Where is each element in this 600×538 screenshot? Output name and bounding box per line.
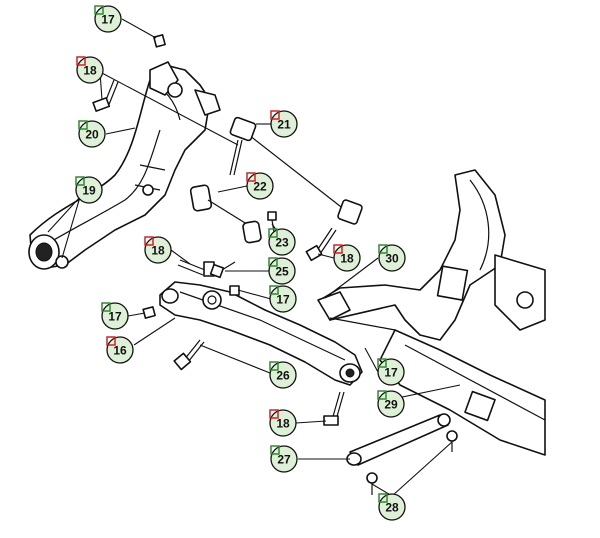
- callout-circle: [94, 5, 122, 33]
- callout-number: 18: [340, 252, 354, 266]
- callout-circle: [269, 285, 297, 313]
- callout-tag: [377, 390, 387, 400]
- strut-bar: [346, 413, 451, 466]
- callout-27: 27: [270, 445, 298, 473]
- callout-number: 20: [85, 128, 99, 142]
- callout-circle: [270, 110, 298, 138]
- lateral-link-rod: [229, 116, 363, 225]
- callout-circle: [246, 172, 274, 200]
- callout-number: 17: [101, 13, 115, 27]
- callout-tag: [269, 285, 279, 295]
- callout-26: 26: [269, 361, 297, 389]
- callout-circle: [333, 244, 361, 272]
- callout-tag: [75, 176, 85, 186]
- callout-circle: [378, 244, 406, 272]
- callout-circle: [378, 493, 406, 521]
- bolt-bottom: [323, 391, 345, 426]
- callout-17: 17: [94, 5, 122, 33]
- callout-tag: [378, 493, 388, 503]
- callout-tag: [269, 409, 279, 419]
- nut-25: [209, 261, 236, 279]
- callout-tag: [270, 445, 280, 455]
- callout-17: 17: [377, 358, 405, 386]
- callout-circle: [377, 358, 405, 386]
- callout-16: 16: [106, 336, 134, 364]
- callout-circle: [269, 409, 297, 437]
- callout-number: 29: [384, 398, 398, 412]
- bolt-middle-left: [177, 259, 215, 277]
- callout-number: 18: [151, 244, 165, 258]
- callout-number: 27: [277, 453, 291, 467]
- callout-number: 19: [82, 184, 96, 198]
- trailing-arm-knuckle: [28, 61, 221, 270]
- nut-left: [142, 306, 156, 319]
- bolt-26: [173, 339, 205, 371]
- callout-number: 30: [385, 252, 399, 266]
- clips: [366, 430, 458, 495]
- callout-circle: [76, 56, 104, 84]
- callout-tag: [377, 358, 387, 368]
- callout-28: 28: [378, 493, 406, 521]
- callout-circle: [75, 176, 103, 204]
- callout-tag: [268, 257, 278, 267]
- callout-number: 23: [275, 236, 289, 250]
- callout-circle: [377, 390, 405, 418]
- callout-number: 28: [385, 501, 399, 515]
- callout-tag: [378, 244, 388, 254]
- callout-18: 18: [76, 56, 104, 84]
- callout-number: 17: [384, 366, 398, 380]
- callout-number: 16: [113, 344, 127, 358]
- callout-circle: [269, 361, 297, 389]
- crossmember: [317, 169, 546, 356]
- callout-17: 17: [269, 285, 297, 313]
- nut-top: [153, 34, 166, 48]
- callout-number: 26: [276, 369, 290, 383]
- callout-circle: [106, 336, 134, 364]
- callout-circle: [268, 257, 296, 285]
- bolt-right-of-link: [305, 227, 337, 262]
- callout-18: 18: [269, 409, 297, 437]
- callout-17: 17: [101, 302, 129, 330]
- callout-25: 25: [268, 257, 296, 285]
- callouts: 17 18 20 19 21 22 23 18 18 25 17 30 17 16 26 17 29 18 27 28: [75, 5, 406, 521]
- callout-23: 23: [268, 228, 296, 256]
- callout-tag: [101, 302, 111, 312]
- callout-19: 19: [75, 176, 103, 204]
- callout-tag: [106, 336, 116, 346]
- callout-circle: [268, 228, 296, 256]
- callout-tag: [333, 244, 343, 254]
- callout-18: 18: [144, 236, 172, 264]
- lower-control-arm: [159, 281, 363, 386]
- callout-number: 18: [276, 417, 290, 431]
- toe-link: [189, 184, 262, 244]
- callout-number: 22: [253, 180, 267, 194]
- callout-circle: [101, 302, 129, 330]
- callout-tag: [268, 228, 278, 238]
- callout-tag: [94, 5, 104, 15]
- callout-number: 21: [277, 118, 291, 132]
- callout-number: 17: [276, 293, 290, 307]
- callout-tag: [269, 361, 279, 371]
- callout-21: 21: [270, 110, 298, 138]
- callout-number: 25: [275, 265, 289, 279]
- callout-circle: [78, 120, 106, 148]
- callout-circle: [144, 236, 172, 264]
- callout-tag: [78, 120, 88, 130]
- callout-number: 17: [108, 310, 122, 324]
- callout-tag: [246, 172, 256, 182]
- callout-number: 18: [83, 64, 97, 78]
- bolt-upper-left: [92, 79, 119, 112]
- nut-mid: [229, 285, 240, 296]
- callout-tag: [270, 110, 280, 120]
- callout-tag: [144, 236, 154, 246]
- callout-circle: [270, 445, 298, 473]
- callout-18: 18: [333, 244, 361, 272]
- callout-29: 29: [377, 390, 405, 418]
- callout-30: 30: [378, 244, 406, 272]
- callout-20: 20: [78, 120, 106, 148]
- callout-tag: [76, 56, 86, 66]
- callout-22: 22: [246, 172, 274, 200]
